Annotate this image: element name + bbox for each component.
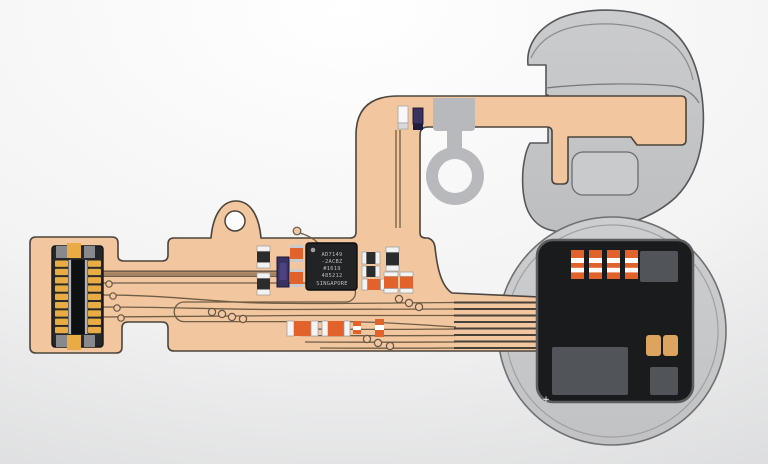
connector-top-flank <box>56 246 67 258</box>
connector-slot-highlight <box>68 260 71 334</box>
shield-can <box>650 367 678 395</box>
via <box>362 334 372 344</box>
striped-pad <box>571 250 584 279</box>
shield-can <box>640 251 678 282</box>
btb-connector <box>51 243 104 350</box>
flex-cable <box>29 95 687 354</box>
via <box>238 314 248 324</box>
chip-body <box>305 242 358 291</box>
connector-bottom-flank <box>84 335 95 347</box>
housing-step-line <box>545 83 700 104</box>
trace-serpentine <box>103 282 457 328</box>
resistor <box>290 269 303 287</box>
via <box>394 294 404 304</box>
plus-mark: + <box>542 395 550 405</box>
via <box>117 314 125 322</box>
capacitor <box>361 251 381 265</box>
chip-top-trace <box>299 232 319 244</box>
chip-marking-line: SINGAPORE <box>316 281 347 287</box>
via <box>385 341 395 351</box>
via <box>414 302 424 312</box>
gold-pad <box>646 335 661 356</box>
housing-inner-plate <box>571 151 639 196</box>
via <box>105 280 113 288</box>
via <box>113 304 121 312</box>
trace-line <box>102 314 456 318</box>
inductor <box>276 256 290 288</box>
connector-top-tab <box>67 243 81 258</box>
chip-marking-line: AD7149 <box>322 252 343 258</box>
capacitor <box>256 245 271 269</box>
via <box>217 309 227 319</box>
housing-lip-line <box>530 23 694 81</box>
resistor <box>321 320 351 337</box>
chip-marking-line: 485212 <box>322 273 343 279</box>
via <box>207 307 217 317</box>
via <box>227 312 237 322</box>
resistor <box>361 278 387 291</box>
via <box>404 298 414 308</box>
resistor <box>375 319 384 337</box>
connector-pin-column-left <box>55 260 68 335</box>
black-module: + <box>535 238 695 405</box>
connector-bottom-flank <box>56 335 67 347</box>
resistor <box>353 321 361 334</box>
connector-center-slot <box>70 258 86 336</box>
connector-slot-highlight <box>85 260 88 334</box>
inductor <box>412 107 424 130</box>
striped-pad <box>625 250 638 279</box>
chip-marking-line: #1619 <box>323 266 340 272</box>
via <box>373 338 383 348</box>
resistor <box>290 245 303 262</box>
resistor <box>286 320 319 337</box>
via-cluster <box>105 226 424 351</box>
connector-pin-column-right <box>88 260 101 335</box>
mounting-hole-icon <box>224 210 246 232</box>
striped-pad <box>607 250 620 279</box>
connector-bottom-tab <box>67 335 81 350</box>
ring-tab-shape <box>433 98 475 131</box>
connector-top-flank <box>84 246 95 258</box>
flex-traces <box>102 130 560 351</box>
striped-pad <box>589 250 602 279</box>
ring-tab-neck <box>447 126 462 154</box>
resistor <box>383 271 399 294</box>
shield-can <box>552 347 628 395</box>
ring-tab <box>426 98 485 205</box>
resistor <box>399 271 414 294</box>
chip-marking-line: -2ACBZ <box>322 259 343 265</box>
ring-icon <box>426 147 485 205</box>
ic-chip: AD7149 -2ACBZ #1619 485212 SINGAPORE <box>305 242 358 291</box>
capacitor <box>256 272 271 296</box>
capacitor <box>361 265 381 278</box>
capacitor <box>397 105 409 130</box>
pin1-dot-icon <box>310 247 316 253</box>
smd-components <box>256 105 424 337</box>
capacitor <box>385 246 400 272</box>
flex-silhouette <box>29 95 687 354</box>
via <box>109 292 117 300</box>
gold-pad <box>663 335 678 356</box>
via <box>292 226 302 236</box>
